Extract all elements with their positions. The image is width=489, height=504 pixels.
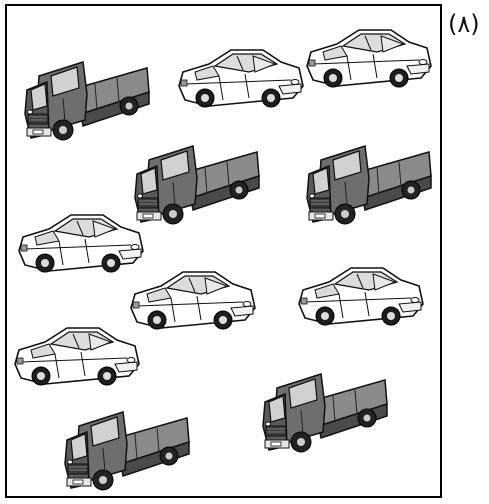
- question-number-label: (٨): [448, 10, 480, 38]
- car-6: [14, 327, 140, 386]
- truck-1: [24, 61, 150, 141]
- truck-4: [262, 373, 388, 453]
- car-5: [298, 267, 424, 326]
- truck-2: [134, 145, 260, 225]
- car-1: [178, 49, 304, 108]
- car-4: [130, 271, 256, 330]
- car-3: [18, 214, 144, 273]
- car-2: [306, 29, 432, 88]
- picture-frame: [5, 4, 442, 498]
- vehicles-illustration: [14, 29, 432, 491]
- truck-5: [64, 411, 190, 491]
- truck-3: [306, 145, 432, 225]
